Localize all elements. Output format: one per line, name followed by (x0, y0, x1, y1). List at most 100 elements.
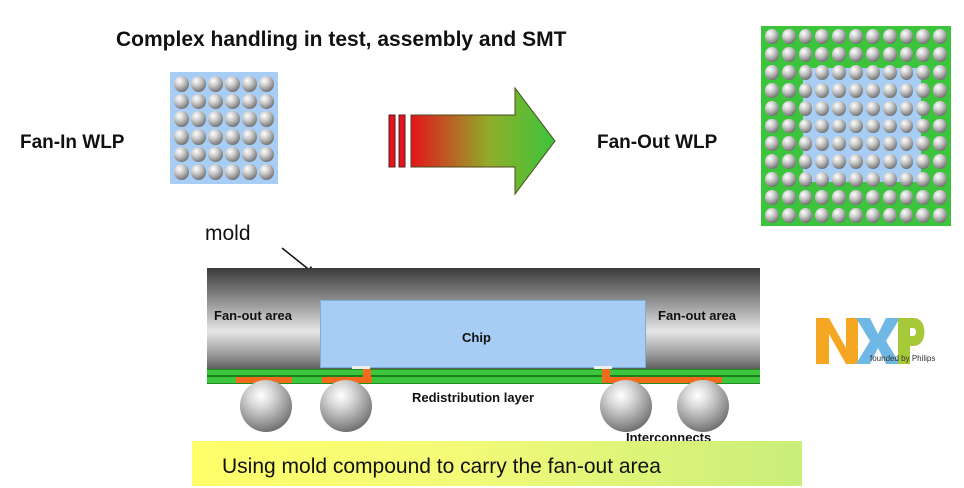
solder-ball (832, 118, 847, 134)
solder-ball (191, 111, 206, 127)
solder-ball (798, 29, 813, 44)
solder-ball (865, 208, 880, 223)
caption-banner-text: Using mold compound to carry the fan-out… (222, 455, 661, 478)
die-pad-right (594, 366, 612, 370)
solder-ball (933, 118, 947, 134)
solder-ball (781, 64, 796, 80)
solder-ball (174, 146, 189, 163)
transition-arrow (388, 86, 556, 196)
solder-ball (933, 190, 947, 206)
solder-ball (242, 129, 257, 145)
solder-ball (765, 190, 779, 206)
solder-ball (916, 64, 931, 80)
solder-ball (899, 118, 914, 134)
solder-ball (174, 129, 189, 145)
arrow-bar-1 (388, 114, 396, 168)
solder-ball (174, 111, 189, 127)
solder-ball (208, 76, 223, 92)
solder-ball (899, 29, 914, 44)
solder-ball (933, 29, 947, 44)
solder-ball (849, 82, 863, 98)
solder-ball (765, 64, 779, 80)
solder-ball (882, 118, 897, 134)
solder-ball (899, 190, 914, 206)
solder-ball (832, 100, 847, 116)
solder-ball (815, 118, 830, 134)
solder-ball (765, 29, 779, 44)
solder-ball (832, 208, 847, 223)
solder-ball (191, 146, 206, 163)
solder-ball (225, 111, 240, 127)
nxp-logo (816, 318, 925, 364)
solder-ball (225, 93, 240, 110)
solder-ball (933, 154, 947, 170)
solder-ball (849, 46, 863, 62)
solder-ball (815, 100, 830, 116)
solder-ball (798, 46, 813, 62)
solder-ball (865, 29, 880, 44)
solder-ball (781, 82, 796, 98)
chip-label: Chip (462, 330, 491, 345)
die-pad-left (352, 366, 370, 370)
fan-out-area-right-label: Fan-out area (658, 308, 737, 323)
solder-ball (865, 82, 880, 98)
solder-ball (865, 172, 880, 188)
logo-tagline: founded by Philips (870, 354, 936, 363)
solder-ball (208, 129, 223, 145)
solder-ball (849, 208, 863, 223)
solder-ball (832, 64, 847, 80)
solder-bump (677, 380, 729, 432)
rdl-via (363, 369, 371, 379)
solder-ball (882, 64, 897, 80)
rdl-via (602, 369, 610, 379)
solder-ball (208, 93, 223, 110)
solder-ball (882, 172, 897, 188)
solder-ball (865, 46, 880, 62)
solder-ball (899, 100, 914, 116)
solder-ball (899, 46, 914, 62)
fan-out-package (761, 26, 951, 226)
solder-ball (916, 118, 931, 134)
solder-ball (225, 76, 240, 92)
solder-ball (899, 154, 914, 170)
solder-ball (899, 136, 914, 152)
solder-ball (849, 154, 863, 170)
solder-ball (259, 164, 274, 180)
solder-bump (600, 380, 652, 432)
solder-ball (933, 172, 947, 188)
solder-ball (242, 93, 257, 110)
solder-ball (781, 46, 796, 62)
solder-ball (798, 172, 813, 188)
solder-ball (765, 154, 779, 170)
solder-ball (916, 190, 931, 206)
solder-ball (765, 100, 779, 116)
solder-ball (815, 82, 830, 98)
solder-ball (849, 64, 863, 80)
solder-ball (208, 111, 223, 127)
solder-ball (933, 46, 947, 62)
solder-ball (865, 64, 880, 80)
solder-ball (259, 129, 274, 145)
solder-ball (933, 64, 947, 80)
solder-ball (191, 164, 206, 180)
solder-ball (242, 111, 257, 127)
solder-ball (832, 154, 847, 170)
solder-ball (242, 146, 257, 163)
fan-out-ball-grid (765, 29, 947, 223)
solder-bump (320, 380, 372, 432)
solder-ball (882, 100, 897, 116)
solder-ball (865, 136, 880, 152)
solder-ball (832, 190, 847, 206)
solder-ball (781, 190, 796, 206)
solder-ball (882, 190, 897, 206)
solder-ball (259, 93, 274, 110)
solder-ball (849, 172, 863, 188)
arrow-bar-2 (398, 114, 406, 168)
slide-title: Complex handling in test, assembly and S… (116, 28, 567, 51)
solder-ball (916, 100, 931, 116)
solder-ball (882, 154, 897, 170)
solder-ball (832, 82, 847, 98)
solder-ball (242, 76, 257, 92)
solder-ball (798, 208, 813, 223)
solder-ball (765, 172, 779, 188)
